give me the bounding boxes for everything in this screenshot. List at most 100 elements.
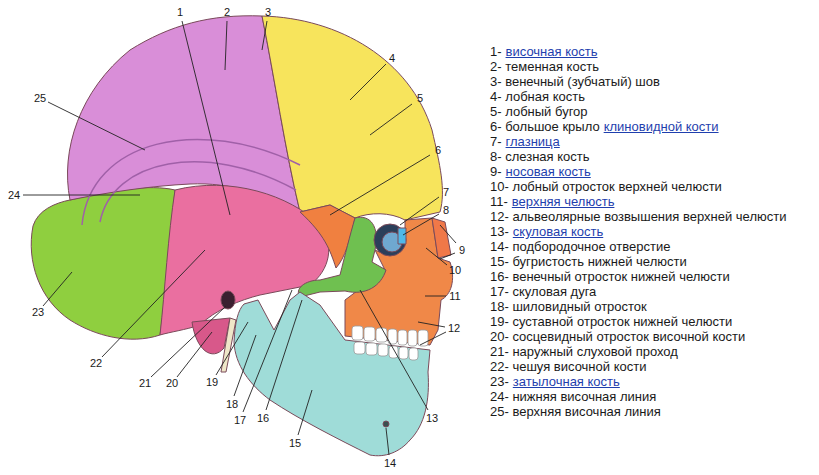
callout-number: 17	[234, 414, 246, 426]
orbit	[374, 224, 406, 256]
key-row: 20- сосцевидный отросток височной кости	[490, 329, 808, 344]
parietal-bone	[68, 16, 301, 212]
leader-line	[266, 300, 302, 410]
callout-number: 12	[448, 322, 460, 334]
key-text: 6- большое крыло	[490, 119, 600, 134]
callout-number: 6	[435, 144, 441, 156]
leader-line	[370, 104, 412, 135]
tooth	[352, 326, 363, 340]
callout-number: 4	[389, 52, 395, 64]
callout-number: 14	[384, 457, 396, 469]
key-row: 17- скуловая дуга	[490, 284, 808, 299]
key-row: 24- нижняя височная линия	[490, 389, 808, 404]
mastoid-process	[192, 318, 230, 354]
callout-number: 19	[206, 376, 218, 388]
key-link: скуловая кость	[513, 224, 603, 239]
callout-number: 11	[449, 290, 460, 302]
callout-number: 23	[32, 306, 44, 318]
inferior-temporal-line	[100, 162, 296, 222]
callout-number: 2	[224, 6, 230, 18]
key-link: глазница	[506, 134, 560, 149]
tooth	[364, 327, 375, 341]
key-text: 14- подбородочное отверстие	[490, 239, 670, 254]
leader-line	[102, 250, 205, 357]
key-text: 9-	[490, 164, 502, 179]
zygomatic-bone	[298, 217, 386, 297]
key-row: 12- альвеолярные возвышения верхней челю…	[490, 209, 808, 224]
key-row: 3- венечный (зубчатый) шов	[490, 74, 808, 89]
leader-line	[182, 21, 230, 215]
key-text: 17- скуловая дуга	[490, 284, 596, 299]
key-text: 13-	[490, 224, 509, 239]
tooth	[354, 342, 365, 354]
key-link: носовая кость	[506, 164, 591, 179]
key-text: 21- наружный слуховой проход	[490, 344, 678, 359]
acoustic-meatus	[221, 291, 235, 309]
leader-line	[225, 21, 227, 70]
key-row: 14- подбородочное отверстие	[490, 239, 808, 254]
callout-number: 16	[257, 412, 269, 424]
callout-number: 3	[265, 6, 271, 18]
leader-line	[400, 197, 439, 225]
lacrimal-bone	[398, 228, 406, 244]
leader-line	[403, 214, 439, 235]
callout-number: 25	[34, 92, 46, 104]
temporal-lines	[82, 139, 300, 225]
tooth	[409, 348, 418, 360]
leader-line	[234, 335, 256, 396]
callout-number: 22	[90, 357, 102, 369]
key-row: 10- лобный отросток верхней челюсти	[490, 179, 808, 194]
leader-line	[386, 428, 389, 455]
frontal-bone	[262, 16, 442, 220]
callout-number: 7	[443, 186, 449, 198]
key-text: 11-	[490, 194, 508, 209]
tooth	[398, 330, 407, 345]
key-text: 8- слезная кость	[490, 149, 590, 164]
callout-number: 21	[139, 377, 151, 389]
key-row: 8- слезная кость	[490, 149, 808, 164]
leader-line	[151, 306, 226, 377]
leader-line	[177, 332, 212, 377]
tooth	[399, 347, 408, 359]
key-row: 11-верхняя челюсть	[490, 194, 808, 209]
key-row: 19- суставной отросток нижней челюсти	[490, 314, 808, 329]
key-text: 2- теменная кость	[490, 59, 599, 74]
leader-line	[262, 21, 267, 50]
key-text: 24- нижняя височная линия	[490, 389, 656, 404]
leader-line	[350, 64, 386, 100]
callout-number: 24	[8, 189, 20, 201]
callout-number: 10	[449, 264, 461, 276]
leader-line	[418, 322, 445, 327]
key-row: 2- теменная кость	[490, 59, 808, 74]
key-text: 22- чешуя височной кости	[490, 359, 646, 374]
key-text: 7-	[490, 134, 502, 149]
leader-lines	[23, 21, 456, 455]
key-text: 25- верхняя височная линия	[490, 404, 661, 419]
leader-line	[216, 322, 248, 375]
tooth	[366, 343, 377, 355]
leader-line	[426, 248, 447, 265]
key-link: височная кость	[506, 44, 598, 59]
key-text: 4- лобная кость	[490, 89, 585, 104]
leader-line	[48, 102, 145, 150]
key-row: 18- шиловидный отросток	[490, 299, 808, 314]
key-link: клиновидной кости	[604, 119, 719, 134]
key-row: 1-височная кость	[490, 44, 808, 59]
key-row: 4- лобная кость	[490, 89, 808, 104]
leader-line	[440, 253, 455, 259]
superior-temporal-line	[82, 139, 300, 225]
leader-line	[425, 296, 446, 297]
key-row: 9- носовая кость	[490, 164, 808, 179]
leader-line	[298, 390, 312, 435]
key-text: 15- бугристость нижней челюсти	[490, 254, 687, 269]
leader-line	[23, 195, 140, 196]
callout-number: 15	[289, 437, 301, 449]
key-text: 19- суставной отросток нижней челюсти	[490, 314, 732, 329]
key-text: 10- лобный отросток верхней челюсти	[490, 179, 722, 194]
leader-line	[420, 332, 446, 345]
leader-line	[440, 225, 456, 243]
callout-number: 13	[426, 412, 438, 424]
key-text: 12- альвеолярные возвышения верхней челю…	[490, 209, 786, 224]
mandible	[234, 292, 430, 456]
key-row: 22- чешуя височной кости	[490, 359, 808, 374]
